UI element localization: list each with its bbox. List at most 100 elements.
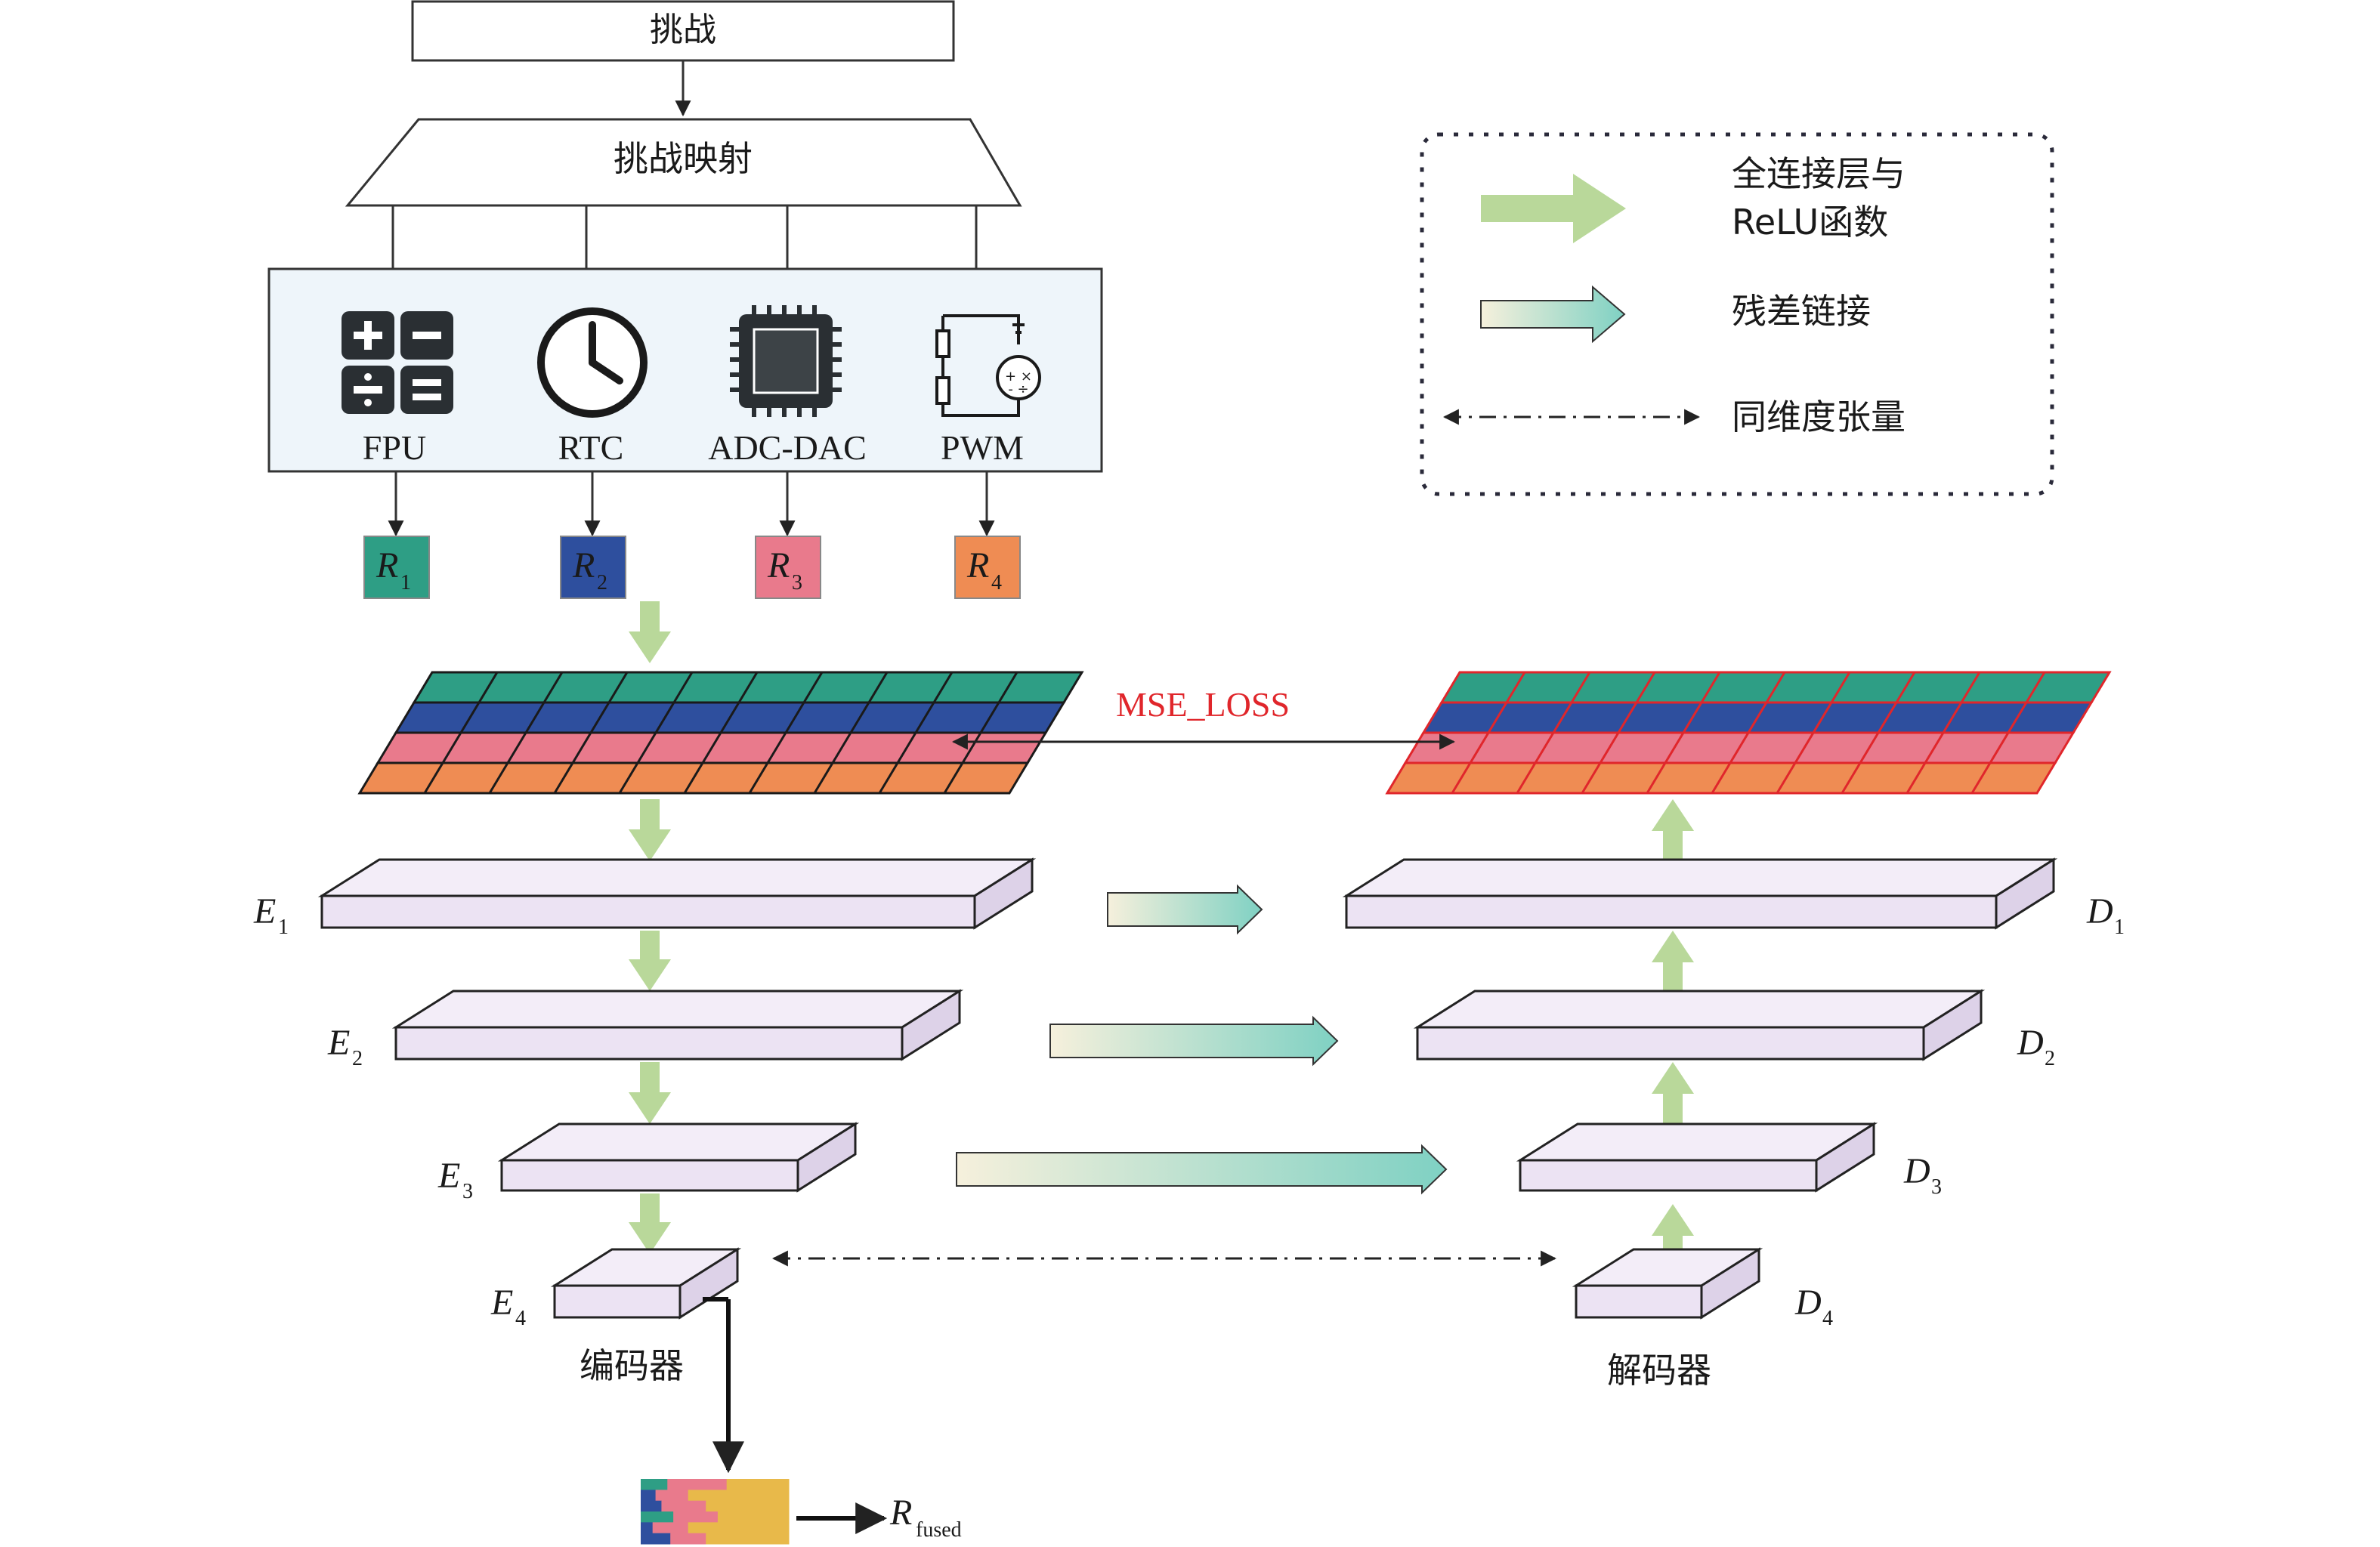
fc-arrow-d2-to-d1: [1652, 931, 1694, 991]
mse-loss-connector: MSE_LOSS: [951, 685, 1456, 750]
encoder-layer-1-front: [320, 894, 976, 929]
response-r1-main: R: [376, 545, 398, 585]
decoder-d3-sub: 3: [1931, 1175, 1942, 1199]
legend-fc-relu-arrow: [1481, 174, 1626, 243]
response-box-2: [560, 536, 626, 599]
encoder-layer-4: [550, 1247, 742, 1320]
response-box-3: [755, 536, 821, 599]
decoder-d4-main: D: [1794, 1283, 1822, 1323]
response-r3-main: R: [767, 545, 790, 585]
encoder-e4-sub: 4: [515, 1307, 526, 1330]
fused-bar-segment: [706, 1500, 790, 1512]
input-tensor-grid: [357, 671, 1084, 795]
response-r1-sub: 1: [400, 571, 411, 594]
output-grid-col-line: [1711, 672, 1786, 794]
output-grid-col-line: [1451, 672, 1526, 794]
residual-arrows: [956, 884, 1448, 1195]
output-grid-col-line: [1516, 672, 1591, 794]
challenge-mapping: 挑战映射: [345, 118, 1022, 207]
decoder-d2-sub: 2: [2045, 1047, 2055, 1070]
decoder-d2-main: D: [2017, 1023, 2044, 1063]
fc-arrow-e2-to-e3: [629, 1062, 671, 1124]
module-label-pwm: PWM: [941, 428, 1024, 467]
output-grid-col-line: [1906, 672, 1981, 794]
legend-fc-relu-line1: 全连接层与: [1732, 153, 1906, 194]
arrows-modules-to-responses: [388, 471, 995, 537]
output-grid-col-line: [1581, 672, 1656, 794]
encoder-layer-2-top: [391, 990, 964, 1029]
encoder-e3-sub: 3: [462, 1180, 473, 1203]
fc-arrow-responses-to-grid: [629, 601, 671, 663]
encoder-layer-1-top: [317, 858, 1037, 897]
encoder-label: 编码器: [580, 1345, 684, 1386]
fused-bar-segment: [688, 1490, 790, 1502]
input-grid-col-line: [488, 672, 564, 794]
mse-loss-label: MSE_LOSS: [1116, 685, 1290, 724]
input-grid-col-line: [943, 672, 1018, 794]
output-grid-col-line: [1970, 672, 2046, 794]
decoder-d1-main: D: [2086, 891, 2113, 931]
clock-icon: [537, 307, 648, 418]
encoder-layer-3: [497, 1122, 860, 1193]
decoder-layer-1: [1342, 857, 2058, 930]
decoder-layer-4: [1572, 1247, 1763, 1320]
decoder-layer-labels: D 1 D 2 D 3 D 4: [1794, 891, 2125, 1330]
fused-bar-segment: [641, 1500, 662, 1512]
fused-bar-segment: [670, 1533, 706, 1545]
encoder-e1-sub: 1: [278, 916, 289, 939]
challenge-box: 挑战: [411, 0, 955, 62]
output-r-main: R: [889, 1493, 912, 1533]
challenge-label: 挑战: [650, 11, 716, 49]
encoder-e3-main: E: [437, 1156, 460, 1196]
response-boxes: R 1 R 2 R 3 R 4: [363, 536, 1021, 599]
fused-bar-segment: [641, 1522, 654, 1534]
reconstructed-tensor-grid: [1385, 671, 2112, 795]
fused-output: R fused: [641, 1297, 962, 1545]
encoder-layer-1: [317, 857, 1037, 930]
fc-arrow-d4-to-d3: [1652, 1204, 1694, 1251]
input-grid-col-line: [878, 672, 954, 794]
fused-bar-segment: [641, 1479, 668, 1490]
encoder-layer-3-top: [497, 1122, 860, 1162]
legend-fc-relu-line2: ReLU函数: [1732, 202, 1888, 242]
decoder-d3-main: D: [1903, 1151, 1930, 1191]
encoder-layer-3-front: [500, 1159, 799, 1192]
decoder-layer-1-front: [1345, 894, 1998, 929]
encoder-e4-main: E: [490, 1283, 513, 1323]
encoder-e1-main: E: [253, 891, 276, 931]
decoder-layer-2-front: [1416, 1026, 1925, 1061]
fused-bar-segment: [706, 1533, 790, 1545]
hardware-modules-panel: + × - ÷ FPU RTC ADC-DAC PWM: [267, 267, 1103, 473]
input-grid-col-line: [423, 672, 499, 794]
response-box-1: [363, 536, 430, 599]
response-r2-sub: 2: [597, 571, 607, 594]
fc-arrow-e1-to-e2: [629, 931, 671, 991]
response-r3-sub: 3: [792, 571, 802, 594]
decoder-d4-sub: 4: [1822, 1307, 1833, 1330]
residual-arrow-e1-d1: [1107, 884, 1263, 935]
fused-response-bar: [641, 1479, 790, 1545]
fused-bar-segment: [717, 1511, 790, 1523]
response-r2-main: R: [572, 545, 595, 585]
fused-bar-segment: [688, 1522, 790, 1534]
fused-bar-segment: [641, 1533, 671, 1545]
residual-arrow-e3-d3: [956, 1144, 1448, 1195]
decoder-label: 解码器: [1607, 1350, 1711, 1391]
encoder-e2-sub: 2: [352, 1047, 363, 1070]
fc-arrow-grid-to-e1: [629, 799, 671, 861]
module-label-adc-dac: ADC-DAC: [708, 428, 867, 467]
svg-text:- ÷: - ÷: [1008, 381, 1028, 397]
encoder-layer-4-front: [553, 1284, 682, 1319]
chip-icon: [730, 305, 842, 417]
response-r4-main: R: [966, 545, 989, 585]
decoder-layer-3-front: [1519, 1159, 1818, 1192]
response-box-4: [954, 536, 1021, 599]
module-label-rtc: RTC: [558, 428, 624, 467]
encoder-layer-2: [391, 989, 964, 1061]
legend-residual-arrow: [1480, 285, 1626, 344]
encoder-e2-main: E: [327, 1023, 350, 1063]
fc-arrow-d3-to-d2: [1652, 1062, 1694, 1124]
fc-arrow-d1-to-grid: [1652, 799, 1694, 861]
fused-bar-segment: [641, 1511, 674, 1523]
circuit-icon: + × - ÷: [935, 314, 1041, 417]
